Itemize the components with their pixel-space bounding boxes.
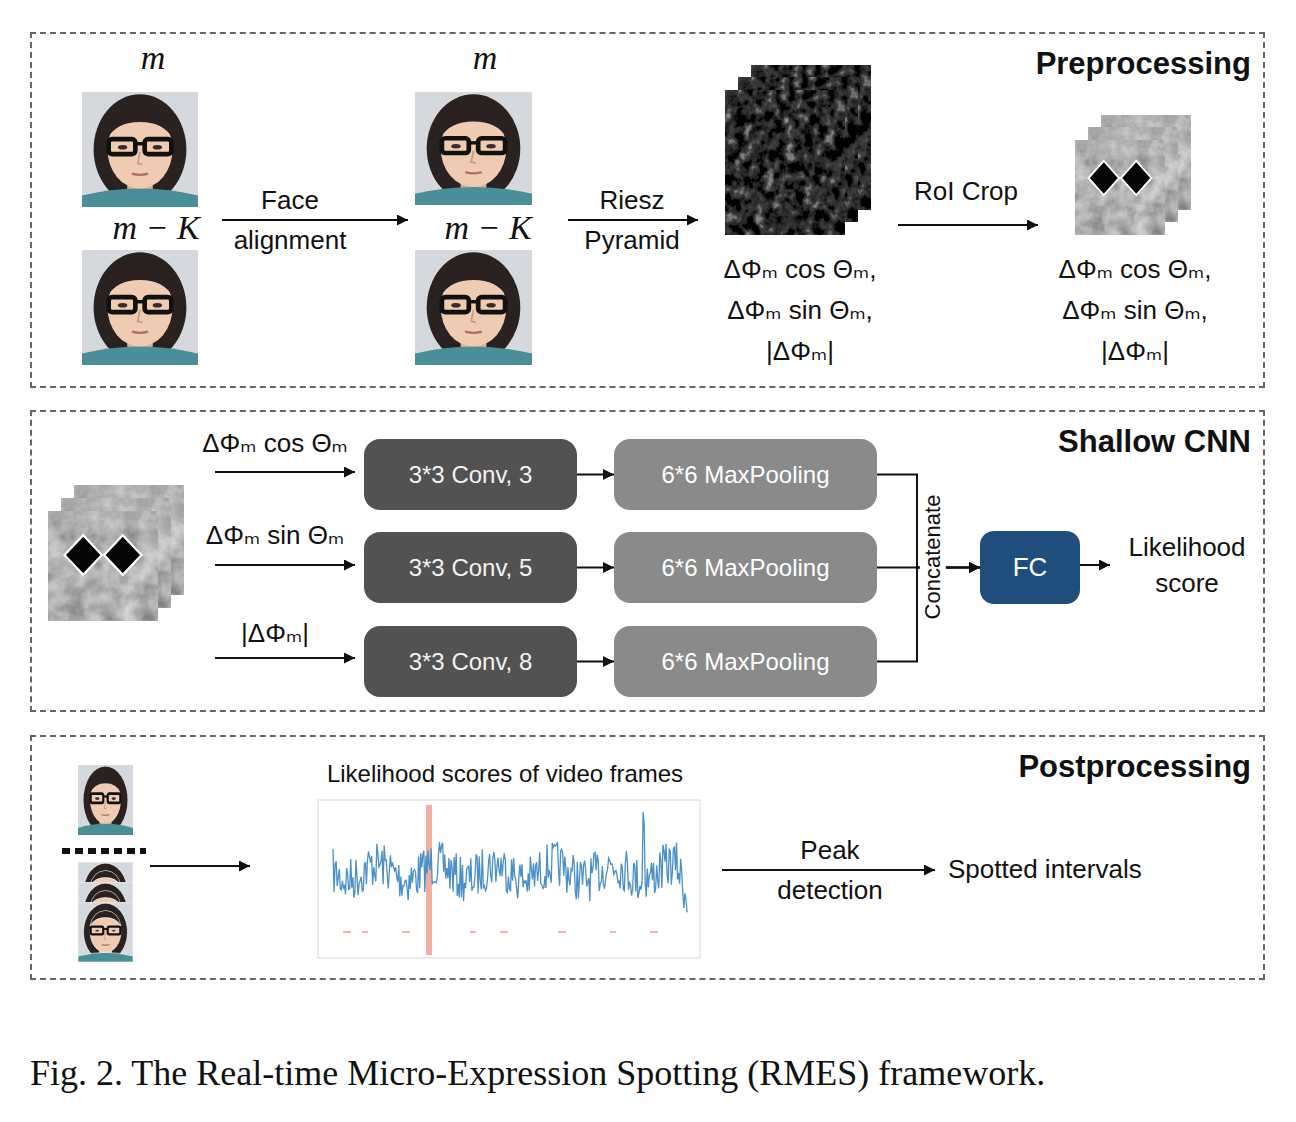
maxpool-layer-box: 6*6 MaxPooling	[614, 532, 877, 603]
maxpool-layer-box: 6*6 MaxPooling	[614, 626, 877, 697]
connector-arrow	[577, 474, 614, 476]
step-label: Face alignment	[215, 180, 365, 260]
frame-index: m	[141, 38, 166, 79]
layer-label: 6*6 MaxPooling	[661, 648, 829, 676]
feature-label: |ΔΦₘ|	[766, 336, 834, 367]
conv-layer-box: 3*3 Conv, 8	[364, 626, 577, 697]
video-frame-thumbnails	[62, 765, 146, 962]
feature-label: ΔΦₘ cos Θₘ,	[724, 254, 877, 285]
fc-layer-box: FC	[980, 531, 1080, 604]
input-feature-stack	[48, 485, 184, 621]
maxpool-layer-box: 6*6 MaxPooling	[614, 439, 877, 510]
step-label: Peak detection	[765, 830, 895, 910]
feature-label: ΔΦₘ sin Θₘ,	[727, 295, 873, 326]
frame-index: m − K	[112, 208, 199, 249]
layer-label: 3*3 Conv, 8	[409, 648, 533, 676]
merge-label: Concatenate	[920, 491, 946, 624]
conv-layer-box: 3*3 Conv, 3	[364, 439, 577, 510]
conv-layer-box: 3*3 Conv, 5	[364, 532, 577, 603]
connector-arrow	[577, 567, 614, 569]
chart-title: Likelihood scores of video frames	[327, 760, 683, 789]
panel-heading: Preprocessing	[1036, 46, 1251, 82]
figure-caption: Fig. 2. The Real-time Micro-Expression S…	[30, 1052, 1045, 1094]
feature-label: |ΔΦₘ|	[1101, 336, 1169, 367]
feature-label: ΔΦₘ cos Θₘ,	[1059, 254, 1212, 285]
frame-index: m − K	[444, 208, 531, 249]
output-label: Spotted intervals	[948, 854, 1142, 885]
process-arrows	[150, 220, 1110, 870]
output-label: Likelihood score	[1112, 529, 1262, 601]
phase-map-stack	[725, 65, 871, 235]
input-label: ΔΦₘ sin Θₘ	[206, 520, 344, 551]
likelihood-chart	[318, 800, 700, 958]
layer-label: 6*6 MaxPooling	[661, 461, 829, 489]
step-label: Riesz Pyramid	[567, 180, 697, 260]
panel-heading: Postprocessing	[1018, 749, 1251, 785]
connector-arrow	[577, 661, 614, 663]
feature-label: ΔΦₘ sin Θₘ,	[1062, 295, 1208, 326]
cropped-map-stack	[1075, 115, 1191, 235]
frame-index: m	[473, 38, 498, 79]
step-label: RoI Crop	[914, 176, 1018, 207]
panel-heading: Shallow CNN	[1058, 424, 1251, 460]
face-images	[82, 92, 532, 365]
layer-label: 3*3 Conv, 3	[409, 461, 533, 489]
layer-label: 6*6 MaxPooling	[661, 554, 829, 582]
layer-label: FC	[1013, 552, 1048, 583]
input-label: ΔΦₘ cos Θₘ	[202, 428, 348, 459]
layer-label: 3*3 Conv, 5	[409, 554, 533, 582]
input-label: |ΔΦₘ|	[241, 618, 309, 649]
